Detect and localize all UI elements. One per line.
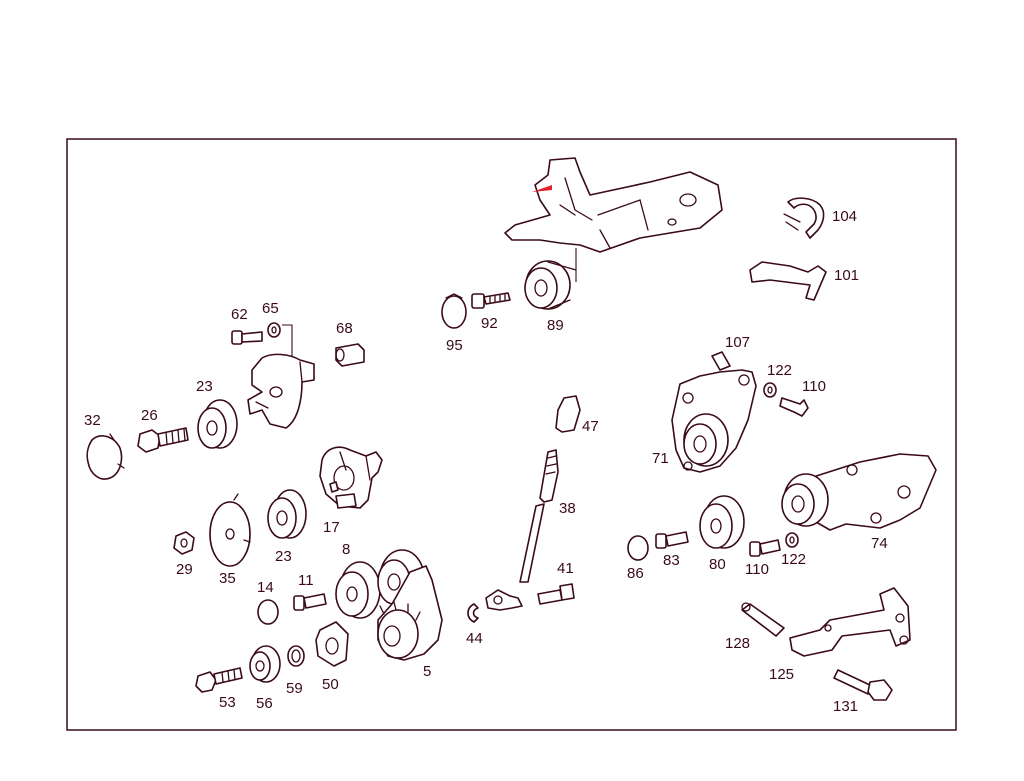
part-125-bracket[interactable] <box>789 587 911 657</box>
callout-23b: 23 <box>275 548 292 565</box>
callout-95: 95 <box>446 337 463 354</box>
part-tensioner-bracket[interactable] <box>247 353 315 429</box>
part-74-tensioner[interactable] <box>781 453 937 531</box>
part-main-bracket[interactable] <box>504 157 723 253</box>
callout-62: 62 <box>231 306 248 323</box>
callout-83: 83 <box>663 552 680 569</box>
callout-74: 74 <box>871 535 888 552</box>
part-104-clamp[interactable] <box>783 197 825 239</box>
part-44-clip[interactable] <box>467 603 479 623</box>
callout-110b: 110 <box>745 561 769 578</box>
callout-68: 68 <box>336 320 353 337</box>
part-11-bolt[interactable] <box>293 593 327 611</box>
part-83-bolt[interactable] <box>655 531 689 549</box>
callout-47: 47 <box>582 418 599 435</box>
part-95-cap[interactable] <box>441 293 467 329</box>
part-80-pulley[interactable] <box>699 495 745 549</box>
part-23-pulley-bottom[interactable] <box>267 489 307 539</box>
part-50-plate[interactable] <box>315 621 349 667</box>
callout-107: 107 <box>725 334 750 351</box>
callout-131: 131 <box>833 698 858 715</box>
callout-110a: 110 <box>802 378 826 395</box>
part-110-bolt-a[interactable] <box>779 397 809 417</box>
part-89-pulley[interactable] <box>524 260 577 310</box>
callout-59: 59 <box>286 680 303 697</box>
callout-11: 11 <box>298 572 314 589</box>
part-53-bolt[interactable] <box>195 667 243 693</box>
part-122-washer-a[interactable] <box>763 382 777 398</box>
part-5-tensioner[interactable] <box>377 565 443 661</box>
callout-5: 5 <box>423 663 431 680</box>
part-47-fitting[interactable] <box>555 395 581 433</box>
callout-53: 53 <box>219 694 236 711</box>
callout-44: 44 <box>466 630 483 647</box>
callout-104: 104 <box>832 208 857 225</box>
callout-50: 50 <box>322 676 339 693</box>
part-68-sleeve[interactable] <box>335 343 365 367</box>
callout-89: 89 <box>547 317 564 334</box>
part-lever[interactable] <box>485 589 523 611</box>
callout-128: 128 <box>725 635 750 652</box>
callout-26: 26 <box>141 407 158 424</box>
callout-41: 41 <box>557 560 574 577</box>
part-71-tensioner[interactable] <box>671 369 757 473</box>
callout-65: 65 <box>262 300 279 317</box>
callout-80: 80 <box>709 556 726 573</box>
part-122-washer-b[interactable] <box>785 532 799 548</box>
callout-29: 29 <box>176 561 193 578</box>
callout-35: 35 <box>219 570 236 587</box>
part-86-cap[interactable] <box>627 535 649 561</box>
callout-101: 101 <box>834 267 859 284</box>
part-62-bolt[interactable] <box>231 330 263 345</box>
part-92-bolt[interactable] <box>471 292 511 309</box>
part-29-nut[interactable] <box>173 531 195 555</box>
callout-8: 8 <box>342 541 350 558</box>
part-35-plate[interactable] <box>209 493 251 567</box>
part-131-bolt[interactable] <box>833 669 893 701</box>
part-107-sleeve[interactable] <box>711 351 731 371</box>
part-56-roller[interactable] <box>249 645 281 683</box>
callout-71: 71 <box>652 450 669 467</box>
callout-86: 86 <box>627 565 644 582</box>
callout-92: 92 <box>481 315 498 332</box>
callout-23a: 23 <box>196 378 213 395</box>
part-17-tensioner[interactable] <box>319 446 383 509</box>
callout-32: 32 <box>84 412 101 429</box>
callout-56: 56 <box>256 695 273 712</box>
callout-125: 125 <box>769 666 794 683</box>
part-26-bolt[interactable] <box>137 427 189 453</box>
part-59-ring[interactable] <box>287 645 305 667</box>
diagram-frame <box>66 138 957 731</box>
part-8-pulley-a[interactable] <box>335 561 381 619</box>
callout-122b: 122 <box>781 551 806 568</box>
callout-38: 38 <box>559 500 576 517</box>
part-128-sleeve[interactable] <box>741 602 785 637</box>
callout-14: 14 <box>257 579 274 596</box>
callout-17: 17 <box>323 519 340 536</box>
part-14-cap[interactable] <box>257 599 279 625</box>
part-65-washer[interactable] <box>267 322 281 338</box>
part-41-bolt[interactable] <box>537 583 575 605</box>
part-110-bolt-b[interactable] <box>749 539 781 557</box>
part-101-bracket[interactable] <box>749 261 827 301</box>
callout-122a: 122 <box>767 362 792 379</box>
part-38-rod[interactable] <box>519 449 559 583</box>
part-23-pulley-top[interactable] <box>197 399 238 449</box>
part-32-cap[interactable] <box>86 433 125 480</box>
